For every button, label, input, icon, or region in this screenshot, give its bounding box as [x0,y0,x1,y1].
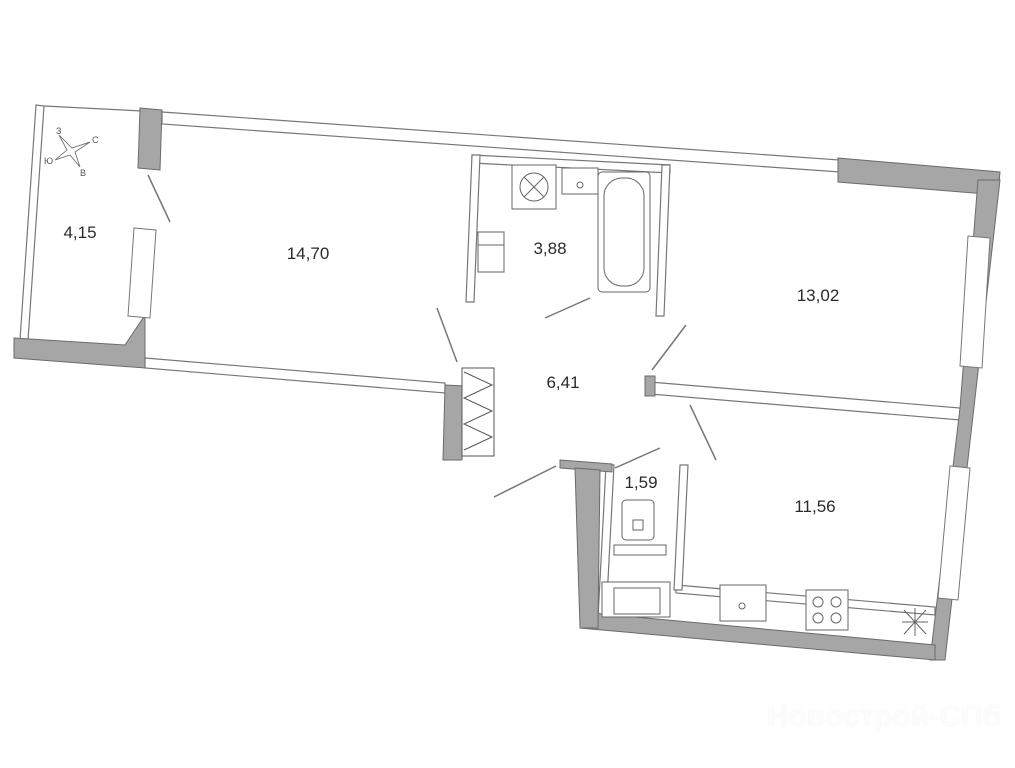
toilet-fixtures [601,499,671,618]
doors [147,174,717,498]
stove-icon [805,589,849,631]
sink-icon [561,167,599,195]
compass-north: С [92,135,99,145]
thick-walls [13,107,1001,661]
kitchen-fixtures [719,584,928,636]
windows [127,227,991,601]
compass-south: Ю [44,156,53,166]
watermark: Новострой-СПб [766,700,1001,733]
room-area-bedroom: 13,02 [796,286,840,305]
kitchen-sink-icon [719,584,767,622]
thin-walls [19,104,961,619]
room-area-balcony: 4,15 [63,223,97,242]
closet [461,367,495,457]
ventilation-icon [902,608,928,636]
room-area-toilet: 1,59 [624,473,658,492]
room-area-hallway: 6,41 [546,373,580,392]
compass-east: В [80,168,86,178]
room-area-living-room: 14,70 [286,244,330,263]
compass-icon: З С Ю В [44,126,99,178]
bathroom-fixtures [477,164,651,293]
room-area-bathroom: 3,88 [533,239,567,258]
compass-west: З [56,126,61,136]
room-area-kitchen: 11,56 [794,497,836,516]
